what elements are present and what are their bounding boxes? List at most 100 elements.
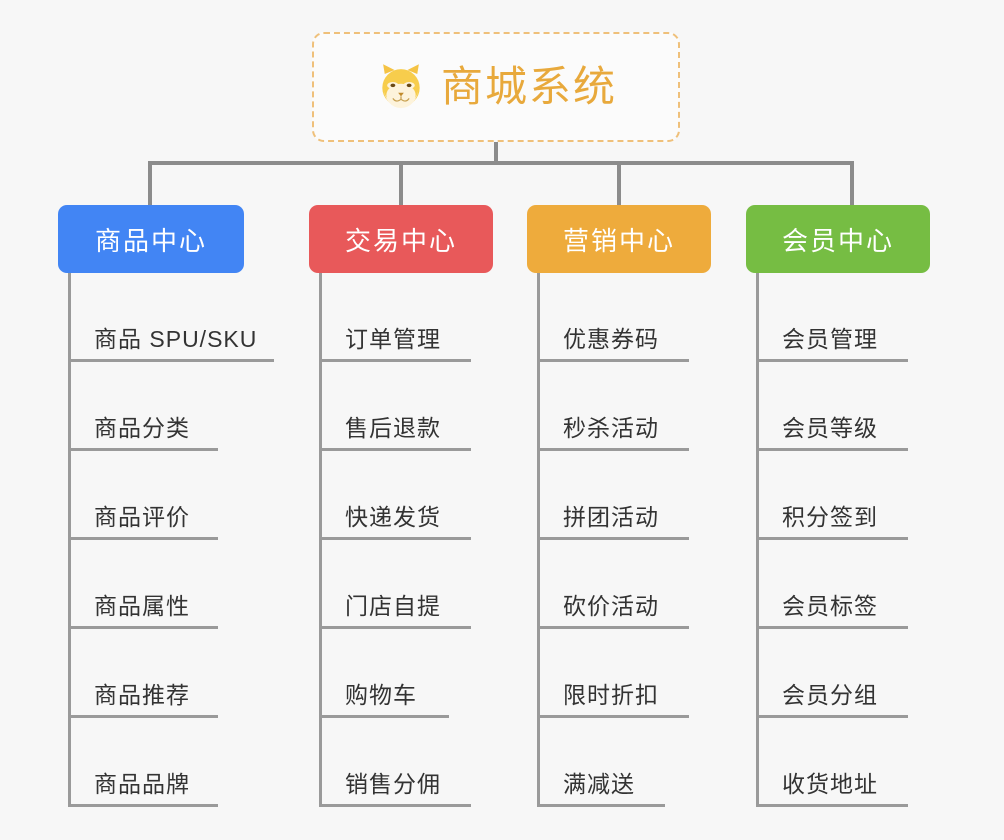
list-item-label: 收货地址 — [782, 771, 878, 797]
list-item-label: 会员管理 — [782, 326, 878, 352]
column-member-center: 会员中心会员管理会员等级积分签到会员标签会员分组收货地址 — [746, 205, 930, 807]
list-item-label: 购物车 — [345, 682, 417, 708]
list-item[interactable]: 会员分组 — [746, 629, 930, 718]
list-item-label: 订单管理 — [345, 326, 441, 352]
list-item-label: 商品属性 — [94, 593, 190, 619]
list-item-label: 砍价活动 — [563, 593, 659, 619]
column-product-center: 商品中心商品 SPU/SKU 商品分类商品评价商品属性商品推荐商品品牌 — [58, 205, 274, 807]
list-item-label: 秒杀活动 — [563, 415, 659, 441]
list-item-underline — [68, 626, 218, 629]
category-label: 商品中心 — [94, 225, 207, 256]
list-item[interactable]: 会员标签 — [746, 540, 930, 629]
connector-spine — [537, 273, 540, 807]
list-item-underline — [68, 804, 218, 807]
list-item[interactable]: 商品评价 — [58, 451, 244, 540]
list-item-underline — [756, 715, 908, 718]
list-item[interactable]: 积分签到 — [746, 451, 930, 540]
list-item-label: 会员分组 — [782, 682, 878, 708]
item-list-product-center: 商品 SPU/SKU 商品分类商品评价商品属性商品推荐商品品牌 — [58, 273, 274, 807]
list-item[interactable]: 限时折扣 — [527, 629, 711, 718]
category-label: 营销中心 — [562, 225, 675, 256]
list-item-underline — [537, 448, 689, 451]
list-item-label: 积分签到 — [782, 504, 878, 530]
list-item[interactable]: 商品推荐 — [58, 629, 244, 718]
list-item[interactable]: 商品属性 — [58, 540, 244, 629]
list-item-underline — [537, 626, 689, 629]
connector-drop-2 — [399, 161, 403, 207]
list-item-underline — [319, 804, 471, 807]
list-item-underline — [756, 359, 908, 362]
list-item[interactable]: 快递发货 — [309, 451, 493, 540]
column-trade-center: 交易中心订单管理售后退款快递发货门店自提购物车销售分佣 — [309, 205, 493, 807]
connector-bus — [148, 161, 854, 165]
list-item-underline — [319, 626, 471, 629]
shiba-dog-face-icon — [382, 64, 420, 109]
list-item-label: 商品分类 — [94, 415, 190, 441]
connector-drop-1 — [148, 161, 152, 207]
list-item-underline — [68, 448, 218, 451]
list-item-underline — [319, 537, 471, 540]
category-box-product-center[interactable]: 商品中心 — [58, 205, 244, 273]
list-item[interactable]: 收货地址 — [746, 718, 930, 807]
list-item-underline — [756, 537, 908, 540]
list-item-label: 满减送 — [563, 771, 635, 797]
list-item[interactable]: 满减送 — [527, 718, 711, 807]
list-item-underline — [319, 359, 471, 362]
list-item[interactable]: 砍价活动 — [527, 540, 711, 629]
list-item[interactable]: 购物车 — [309, 629, 493, 718]
list-item[interactable]: 订单管理 — [309, 273, 493, 362]
category-label: 会员中心 — [781, 225, 894, 256]
list-item-underline — [537, 359, 689, 362]
list-item-label: 优惠券码 — [563, 326, 659, 352]
category-box-member-center[interactable]: 会员中心 — [746, 205, 930, 273]
list-item-label: 销售分佣 — [345, 771, 441, 797]
list-item[interactable]: 优惠券码 — [527, 273, 711, 362]
category-box-trade-center[interactable]: 交易中心 — [309, 205, 493, 273]
list-item[interactable]: 售后退款 — [309, 362, 493, 451]
list-item[interactable]: 商品 SPU/SKU — [58, 273, 274, 362]
connector-root-stem — [494, 142, 498, 164]
list-item-label: 商品品牌 — [94, 771, 190, 797]
list-item-label: 商品推荐 — [94, 682, 190, 708]
list-item-label: 门店自提 — [345, 593, 441, 619]
connector-spine — [756, 273, 759, 807]
connector-spine — [68, 273, 71, 807]
list-item-underline — [756, 448, 908, 451]
category-label: 交易中心 — [344, 225, 457, 256]
list-item-underline — [537, 537, 689, 540]
list-item-label: 会员标签 — [782, 593, 878, 619]
list-item-label: 拼团活动 — [563, 504, 659, 530]
list-item-underline — [537, 715, 689, 718]
list-item-underline — [68, 715, 218, 718]
list-item[interactable]: 商品分类 — [58, 362, 244, 451]
list-item[interactable]: 销售分佣 — [309, 718, 493, 807]
root-node-label: 商城系统 — [440, 63, 617, 110]
list-item-label: 会员等级 — [782, 415, 878, 441]
list-item-underline — [319, 715, 449, 718]
connector-drop-3 — [617, 161, 621, 207]
connector-spine — [319, 273, 322, 807]
category-box-marketing-center[interactable]: 营销中心 — [527, 205, 711, 273]
list-item[interactable]: 门店自提 — [309, 540, 493, 629]
list-item-underline — [319, 448, 471, 451]
root-node-mall-system[interactable]: 商城系统 — [312, 32, 680, 142]
list-item-underline — [537, 804, 665, 807]
list-item[interactable]: 会员管理 — [746, 273, 930, 362]
list-item[interactable]: 商品品牌 — [58, 718, 244, 807]
list-item-underline — [756, 804, 908, 807]
item-list-member-center: 会员管理会员等级积分签到会员标签会员分组收货地址 — [746, 273, 930, 807]
item-list-trade-center: 订单管理售后退款快递发货门店自提购物车销售分佣 — [309, 273, 493, 807]
list-item[interactable]: 会员等级 — [746, 362, 930, 451]
list-item[interactable]: 秒杀活动 — [527, 362, 711, 451]
connector-drop-4 — [850, 161, 854, 207]
list-item-underline — [68, 537, 218, 540]
list-item[interactable]: 拼团活动 — [527, 451, 711, 540]
column-marketing-center: 营销中心优惠券码秒杀活动拼团活动砍价活动限时折扣满减送 — [527, 205, 711, 807]
list-item-label: 限时折扣 — [563, 682, 659, 708]
list-item-label: 商品 SPU/SKU — [94, 326, 258, 352]
list-item-label: 商品评价 — [94, 504, 190, 530]
list-item-underline — [68, 359, 274, 362]
item-list-marketing-center: 优惠券码秒杀活动拼团活动砍价活动限时折扣满减送 — [527, 273, 711, 807]
list-item-label: 售后退款 — [345, 415, 441, 441]
